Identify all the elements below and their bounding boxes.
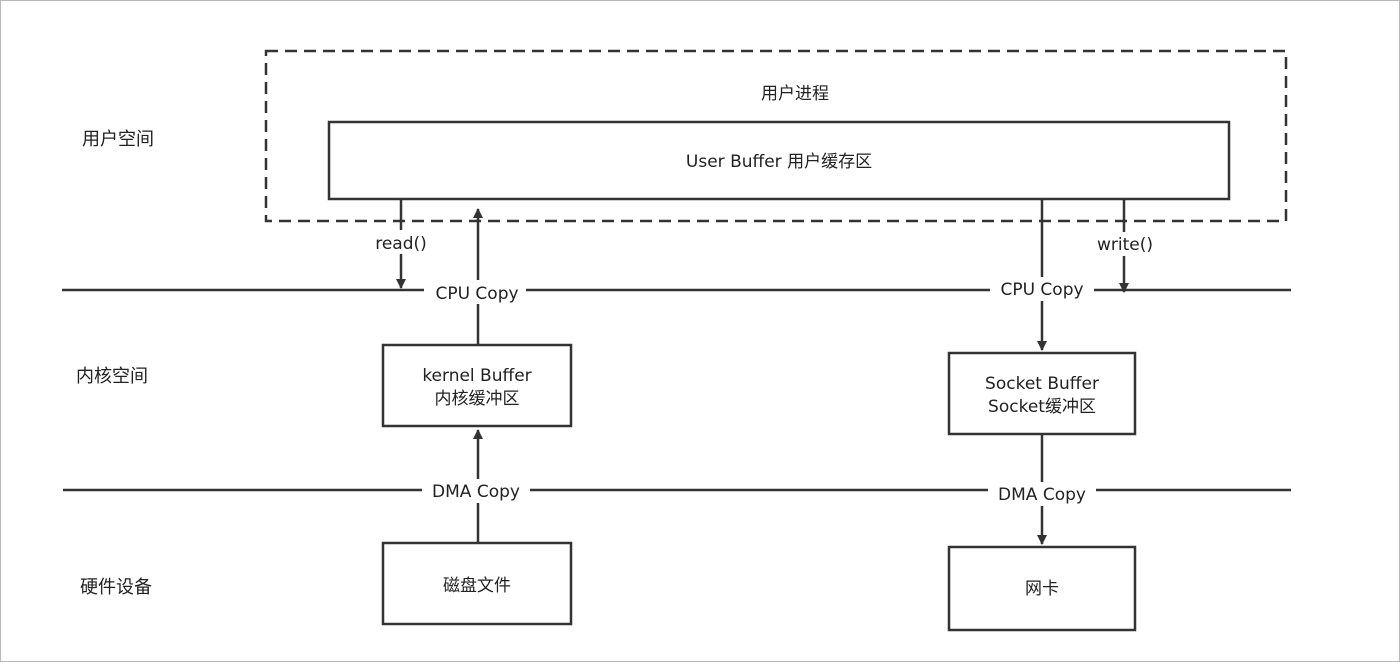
kernel-buffer-line2: 内核缓冲区 (435, 389, 520, 409)
user-buffer-box (327, 120, 1231, 201)
socket-buffer-line1: Socket Buffer (985, 374, 1099, 394)
user-process-boundary (264, 49, 1288, 223)
socket-buffer-line2: Socket缓冲区 (988, 397, 1096, 417)
user-process-title: 用户进程 (761, 84, 829, 104)
dma-copy-right-label: DMA Copy (998, 485, 1086, 505)
read-call-label: read() (375, 234, 427, 254)
write-call-label: write() (1097, 235, 1153, 255)
disk-file-box (381, 541, 573, 626)
cpu-copy-right-label: CPU Copy (1000, 280, 1083, 300)
kernel-space-label: 内核空间 (76, 366, 148, 387)
kernel-buffer-box (381, 343, 573, 428)
disk-file-label: 磁盘文件 (443, 576, 511, 596)
hardware-label: 硬件设备 (80, 577, 152, 598)
dma-copy-left-label: DMA Copy (432, 482, 520, 502)
user-buffer-label: User Buffer 用户缓存区 (686, 152, 872, 172)
nic-box (947, 545, 1137, 632)
kernel-buffer-line1: kernel Buffer (422, 366, 531, 386)
cpu-copy-left-label: CPU Copy (435, 284, 518, 304)
nic-label: 网卡 (1025, 579, 1059, 599)
user-space-label: 用户空间 (82, 129, 154, 150)
socket-buffer-box (947, 351, 1137, 436)
